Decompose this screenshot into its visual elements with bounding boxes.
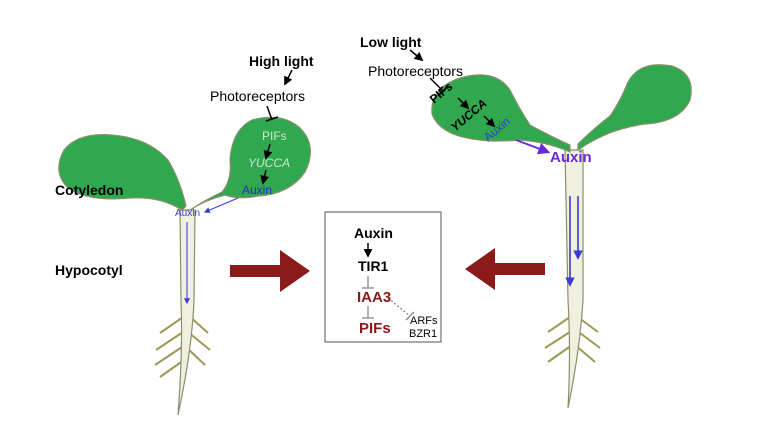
left-auxin-junction-label: Auxin <box>175 208 200 219</box>
right-arrow-pifs-yucca <box>457 97 470 110</box>
right-condition-label: Low light <box>360 34 422 50</box>
box-inhibit-iaa3-arfs <box>387 297 415 321</box>
left-auxin-cotyledon-label: Auxin <box>242 183 272 197</box>
box-iaa3-label: IAA3 <box>357 289 391 306</box>
right-photoreceptors-label: Photoreceptors <box>368 63 463 79</box>
left-arrow-pifs-yucca <box>263 143 273 160</box>
left-arrow-light-photoreceptors <box>284 69 293 86</box>
box-tir1-label: TIR1 <box>358 258 389 274</box>
pathway-box <box>324 211 442 343</box>
left-photoreceptors-label: Photoreceptors <box>210 88 305 104</box>
box-pifs-label: PIFs <box>359 320 391 337</box>
box-inhibit-tir1-iaa3 <box>362 276 374 289</box>
right-hypocotyl <box>564 149 584 409</box>
left-yucca-label: YUCCA <box>248 156 290 170</box>
right-cotyledon-1 <box>431 74 571 153</box>
left-cotyledon-1 <box>58 134 187 211</box>
left-hypocotyl-label: Hypocotyl <box>55 262 123 278</box>
left-pifs-label: PIFs <box>262 129 287 143</box>
right-arrow-light-photoreceptors <box>409 49 424 62</box>
right-auxin-junction-label: Auxin <box>550 149 592 166</box>
box-bzr1-label: BZR1 <box>409 328 437 340</box>
left-condition-label: High light <box>249 53 314 69</box>
left-big-arrow <box>230 250 310 292</box>
box-inhibit-iaa3-pifs <box>362 306 374 319</box>
left-cotyledon-label: Cotyledon <box>55 182 123 198</box>
right-seedling <box>409 49 692 409</box>
left-arrow-auxin-transport <box>203 197 239 213</box>
left-cotyledon-2 <box>189 116 311 211</box>
right-big-arrow <box>465 248 545 290</box>
left-hypocotyl <box>177 209 196 416</box>
box-arfs-label: ARFs <box>410 315 438 327</box>
box-auxin-label: Auxin <box>354 225 393 241</box>
right-inhibit-photoreceptors-pifs <box>429 77 449 97</box>
left-arrow-yucca-auxin <box>260 169 270 185</box>
left-seedling <box>58 69 311 416</box>
right-cotyledon-2 <box>577 64 692 152</box>
left-inhibit-photoreceptors-pifs <box>265 105 279 122</box>
right-arrow-auxin-transport <box>515 139 551 155</box>
right-arrow-yucca-auxin <box>483 115 496 128</box>
